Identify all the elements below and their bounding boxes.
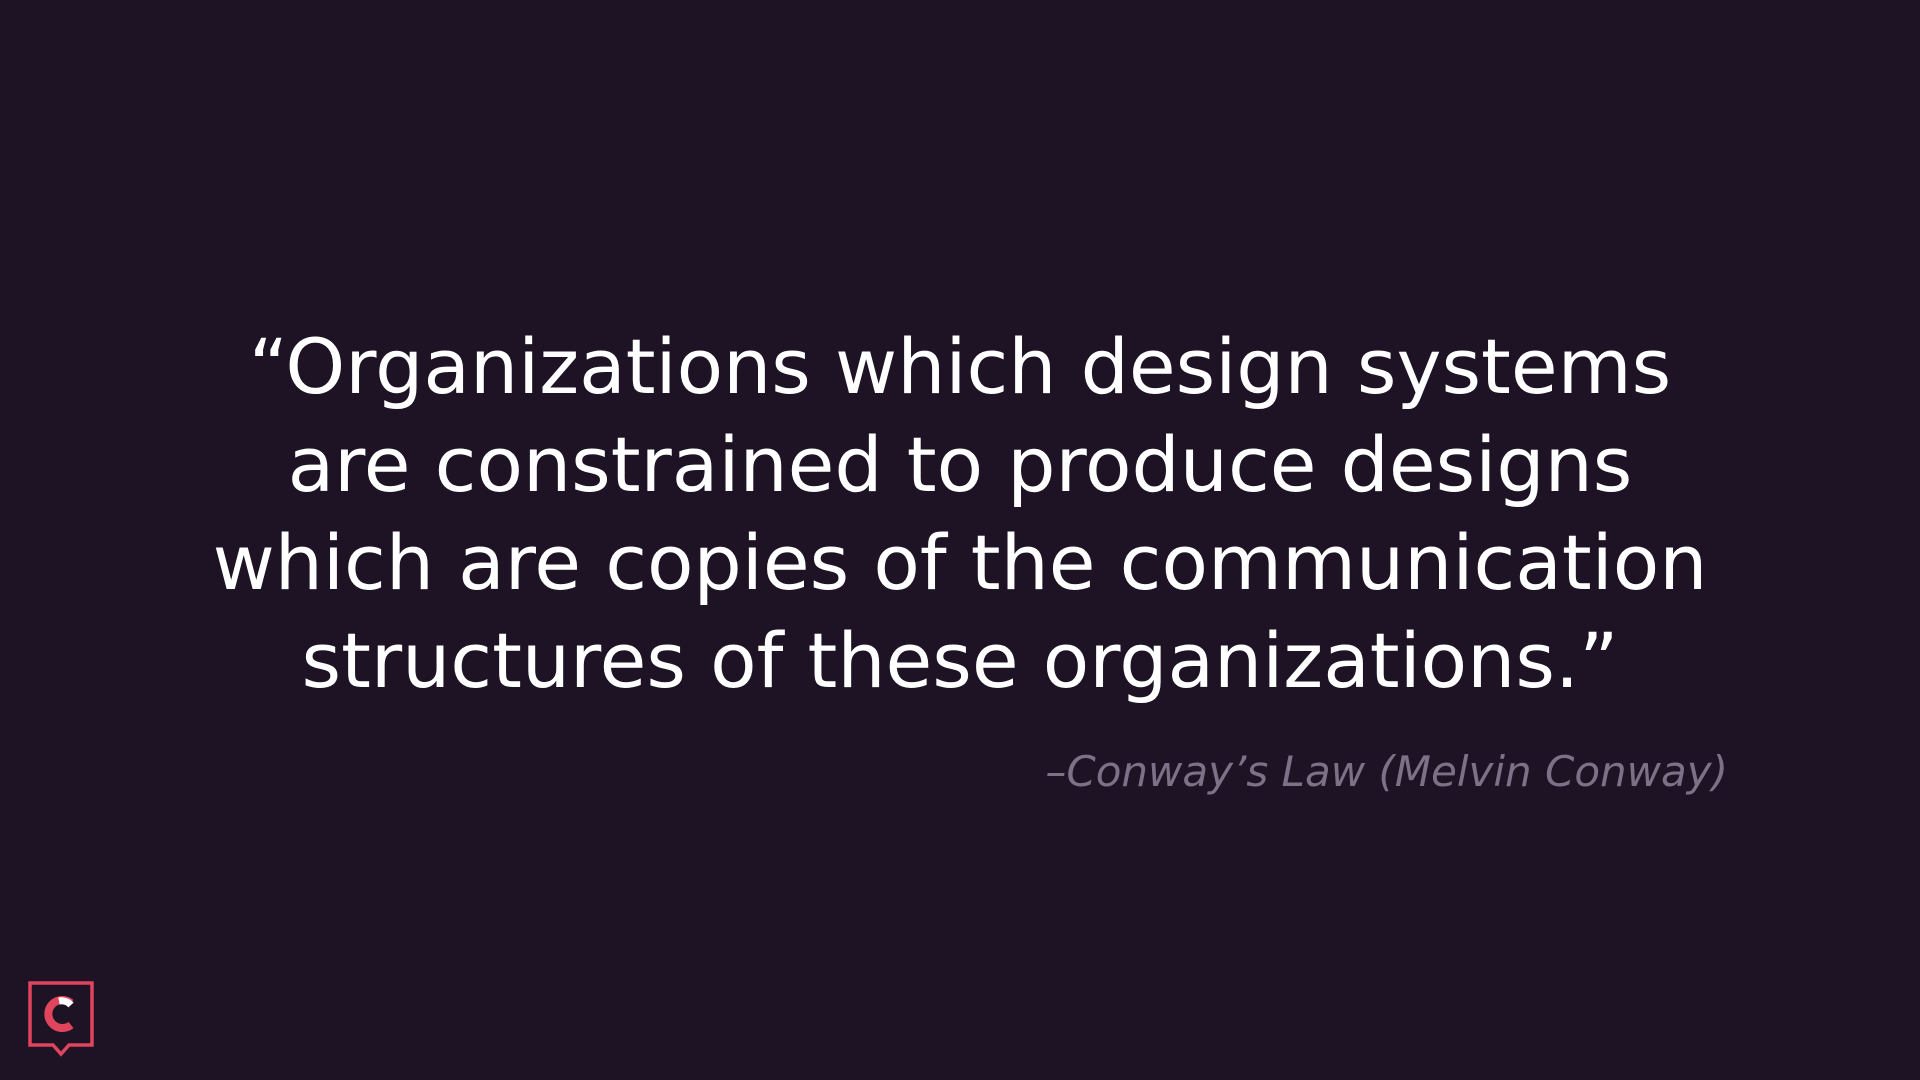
quote: “Organizations which design systems are … xyxy=(0,318,1920,710)
c-speech-bubble-logo-icon xyxy=(28,981,94,1057)
quote-attribution: –Conway’s Law (Melvin Conway) xyxy=(1045,747,1728,796)
quote-line-4: structures of these organizations.” xyxy=(301,616,1619,705)
quote-line-3: which are copies of the communication xyxy=(212,518,1708,607)
quote-line-1: “Organizations which design systems xyxy=(248,322,1672,411)
quote-line-2: are constrained to produce designs xyxy=(287,420,1633,509)
